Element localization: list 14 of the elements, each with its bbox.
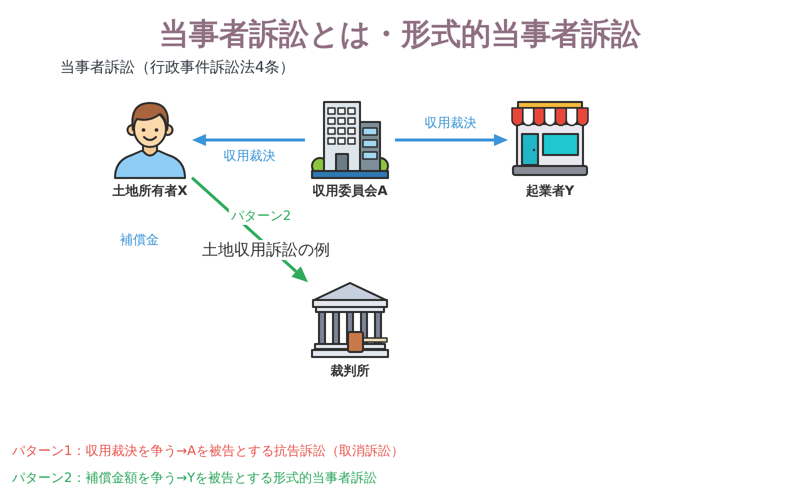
node-label: 土地所有者X	[112, 184, 188, 200]
edge-label: 収用裁決	[222, 149, 278, 165]
annotation: 土地収用訴訟の例	[200, 240, 332, 260]
node-label: 裁判所	[330, 364, 370, 380]
title: 当事者訴訟とは・形式的当事者訴訟	[158, 16, 642, 54]
subheading: 当事者訴訟（行政事件訴訟法4条）	[60, 58, 295, 77]
note: パターン1：収用裁決を争う→Aを被告とする抗告訴訟（取消訴訟）	[12, 443, 404, 460]
edge-label: 収用裁決	[422, 116, 478, 132]
node-label: 収用委員会A	[312, 184, 388, 200]
arrow	[194, 134, 305, 146]
arrow	[395, 134, 506, 146]
annotation: 補償金	[120, 232, 159, 249]
node-label: 起業者Y	[526, 184, 574, 200]
note: パターン2：補償金額を争う→Yを被告とする形式的当事者訴訟	[12, 470, 378, 487]
